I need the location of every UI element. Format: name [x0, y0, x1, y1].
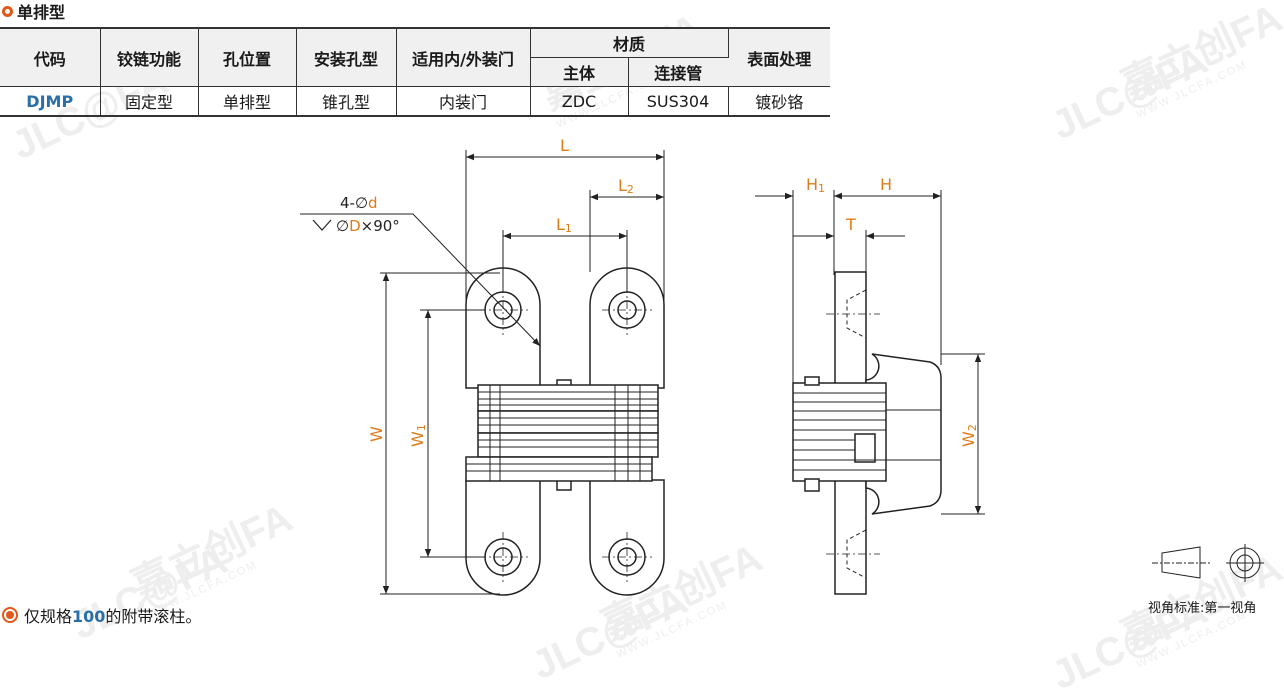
- arm-1: [477, 384, 659, 412]
- header-hinge-function: 铰链功能: [100, 27, 199, 87]
- dim-T-label: T: [845, 215, 856, 234]
- footnote: 仅规格100的附带滚柱。: [2, 603, 201, 627]
- header-door-type: 适用内/外装门: [396, 27, 531, 87]
- side-hub: [854, 433, 876, 463]
- front-view: [465, 267, 665, 596]
- cell-material-body: ZDC: [530, 86, 629, 117]
- header-hole-position: 孔位置: [198, 27, 297, 87]
- side-pin-top: [804, 376, 820, 386]
- front-dimensions: [300, 150, 665, 595]
- spec-table: 代码 铰链功能 孔位置 安装孔型 适用内/外装门 材质 表面处理 主体 连接管 …: [0, 27, 830, 117]
- dim-W1-label: W1: [408, 424, 428, 447]
- countersink-spec-label: ∅D×90°: [336, 217, 400, 235]
- hole-spec-label: 4-∅d: [340, 194, 378, 212]
- table-row: DJMP 固定型 单排型 锥孔型 内装门 ZDC SUS304 镀砂铬: [0, 86, 830, 117]
- side-arms: [792, 382, 887, 482]
- cell-surface: 镀砂铬: [728, 86, 830, 117]
- header-material-connector: 连接管: [628, 57, 728, 87]
- cell-door-type: 内装门: [396, 86, 531, 117]
- header-material-body: 主体: [530, 57, 629, 87]
- dim-L1-label: L1: [556, 215, 572, 235]
- arm-4: [465, 456, 653, 482]
- dim-H1-label: H1: [806, 175, 825, 195]
- side-dimensions: [755, 190, 985, 555]
- dim-W-label: W: [367, 426, 386, 442]
- section-title: 单排型: [2, 0, 65, 22]
- side-pin-bottom: [804, 478, 820, 492]
- dim-L2-label: L2: [618, 176, 634, 196]
- header-surface: 表面处理: [728, 27, 830, 87]
- cell-hole-position: 单排型: [198, 86, 297, 117]
- section-title-text: 单排型: [17, 3, 66, 22]
- first-angle-projection-icon: [1152, 544, 1264, 582]
- footnote-text: 仅规格100的附带滚柱。: [24, 607, 202, 626]
- dim-H-label: H: [880, 175, 892, 194]
- dim-W2-label: W2: [959, 424, 979, 447]
- side-view: [792, 271, 942, 595]
- header-code: 代码: [0, 27, 101, 87]
- cell-code: DJMP: [0, 86, 101, 117]
- arm-3: [477, 432, 659, 458]
- cell-mount-hole-type: 锥孔型: [296, 86, 397, 117]
- header-mount-hole-type: 安装孔型: [296, 27, 397, 87]
- countersink-icon: [312, 219, 332, 231]
- cell-material-connector: SUS304: [628, 86, 729, 117]
- bullet-dot-icon: [2, 607, 18, 623]
- bullet-ring-icon: [2, 5, 13, 17]
- view-standard-label: 视角标准:第一视角: [1148, 601, 1257, 616]
- dim-L-label: L: [560, 136, 569, 155]
- header-material: 材质: [530, 27, 729, 58]
- cell-hinge-function: 固定型: [100, 86, 199, 117]
- arm-2: [477, 410, 659, 434]
